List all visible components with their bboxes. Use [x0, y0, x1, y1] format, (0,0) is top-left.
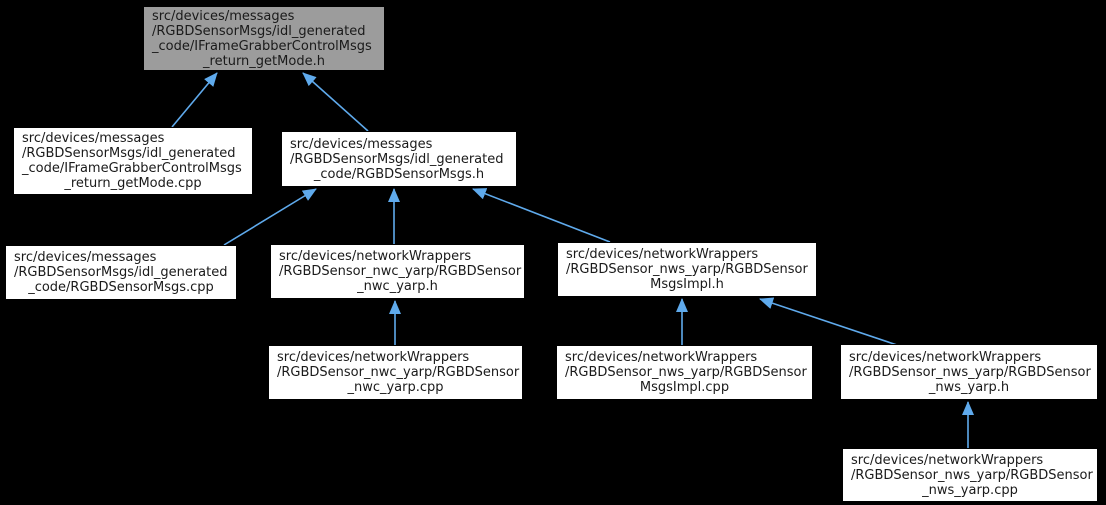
node-line: src/devices/networkWrappers [566, 247, 759, 262]
node-line: src/devices/networkWrappers [277, 350, 470, 365]
node-rgbdsensormsgs-h[interactable]: src/devices/messages /RGBDSensorMsgs/idl… [281, 131, 517, 187]
node-rgbdsensor-nws-yarp-cpp[interactable]: src/devices/networkWrappers /RGBDSensor_… [842, 448, 1098, 502]
edge-impl-h-to-msgs-h [472, 188, 611, 243]
node-line: /RGBDSensor_nws_yarp/RGBDSensor [851, 467, 1093, 483]
edge-msgs-h-to-getmode-h [302, 72, 369, 132]
node-line: /RGBDSensorMsgs/idl_generated [152, 23, 366, 39]
node-return-getmode-cpp[interactable]: src/devices/messages /RGBDSensorMsgs/idl… [13, 127, 253, 195]
node-line: MsgsImpl.cpp [639, 380, 730, 395]
node-line: src/devices/messages [22, 131, 165, 146]
node-rgbdsensor-nwc-yarp-cpp[interactable]: src/devices/networkWrappers /RGBDSensor_… [268, 345, 523, 400]
node-line: _code/IFrameGrabberControlMsgs [152, 38, 372, 54]
node-line: _nws_yarp.h [928, 379, 1010, 395]
node-line: _nwc_yarp.h [357, 279, 438, 294]
node-rgbdsensormsgs-cpp[interactable]: src/devices/messages /RGBDSensorMsgs/idl… [5, 245, 237, 300]
node-line: _code/IFrameGrabberControlMsgs [22, 161, 242, 176]
node-line: src/devices/messages [152, 8, 295, 24]
node-line: /RGBDSensorMsgs/idl_generated [290, 151, 504, 167]
edge-msgs-cpp-to-msgs-h [223, 188, 317, 246]
node-line: /RGBDSensor_nws_yarp/RGBDSensor [566, 262, 808, 277]
node-rgbdsensormsgsimpl-h[interactable]: src/devices/networkWrappers /RGBDSensor_… [557, 242, 817, 297]
node-line: src/devices/messages [14, 250, 157, 265]
node-rgbdsensor-nwc-yarp-h[interactable]: src/devices/networkWrappers /RGBDSensor_… [270, 244, 525, 299]
node-line: /RGBDSensor_nws_yarp/RGBDSensor [849, 364, 1091, 380]
node-line: /RGBDSensorMsgs/idl_generated [22, 146, 236, 161]
node-line: src/devices/networkWrappers [849, 349, 1042, 365]
node-line: _code/RGBDSensorMsgs.cpp [28, 280, 214, 295]
edge-getmode-cpp-to-getmode-h [171, 72, 218, 128]
node-line: _nwc_yarp.cpp [347, 380, 444, 395]
node-line: _return_getMode.h [203, 53, 325, 69]
node-line: /RGBDSensorMsgs/idl_generated [14, 265, 228, 280]
node-line: /RGBDSensor_nws_yarp/RGBDSensor [565, 365, 807, 380]
edge-nws-h-to-impl-h [759, 297, 898, 346]
node-line: _return_getMode.cpp [64, 176, 202, 191]
node-return-getmode-h[interactable]: src/devices/messages /RGBDSensorMsgs/idl… [143, 6, 385, 71]
node-line: src/devices/networkWrappers [565, 350, 758, 365]
node-line: /RGBDSensor_nwc_yarp/RGBDSensor [277, 365, 520, 380]
node-line: _code/RGBDSensorMsgs.h [313, 166, 485, 182]
node-rgbdsensormsgsimpl-cpp[interactable]: src/devices/networkWrappers /RGBDSensor_… [556, 345, 813, 400]
node-line: MsgsImpl.h [650, 277, 724, 292]
node-line: src/devices/messages [290, 136, 433, 152]
node-line: _nws_yarp.cpp [922, 482, 1018, 498]
node-line: src/devices/networkWrappers [279, 249, 472, 264]
node-line: src/devices/networkWrappers [851, 452, 1044, 468]
node-line: /RGBDSensor_nwc_yarp/RGBDSensor [279, 264, 522, 279]
node-rgbdsensor-nws-yarp-h[interactable]: src/devices/networkWrappers /RGBDSensor_… [840, 344, 1098, 400]
